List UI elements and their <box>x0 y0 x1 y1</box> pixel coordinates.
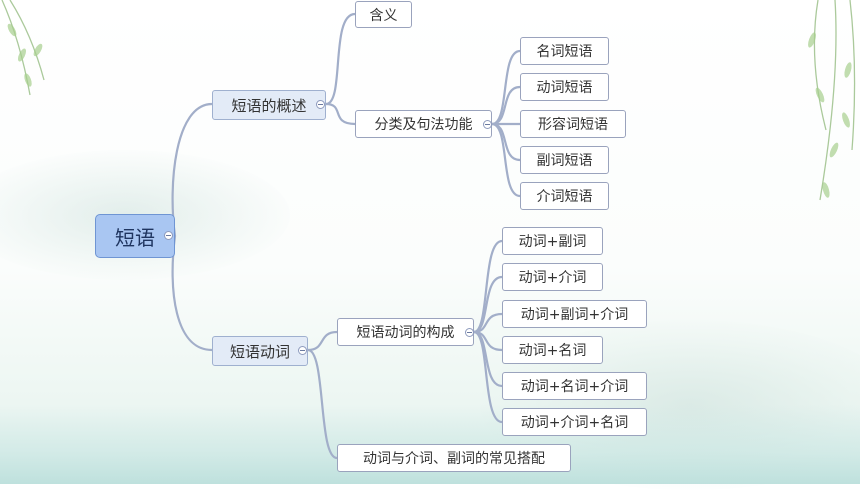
leaf-node[interactable]: 动词+介词+名词 <box>502 408 647 436</box>
topic-label: 动词与介词、副词的常见搭配 <box>363 451 545 467</box>
leaf-node[interactable]: 动词+名词+介词 <box>502 372 647 400</box>
topic-node-meaning[interactable]: 含义 <box>355 1 412 28</box>
leaf-label: 介词短语 <box>536 189 593 205</box>
leaf-label: 副词短语 <box>536 153 593 169</box>
leaf-label: 动词+副词+介词 <box>520 307 629 323</box>
topic-node-composition[interactable]: 短语动词的构成 <box>337 318 474 346</box>
topic-label: 短语动词的构成 <box>356 325 455 341</box>
branch-node-overview[interactable]: 短语的概述 <box>212 90 326 120</box>
leaf-node[interactable]: 动词短语 <box>520 73 609 101</box>
leaf-node[interactable]: 动词+介词 <box>502 263 603 291</box>
topic-label: 分类及句法功能 <box>374 117 473 133</box>
topic-node-classification[interactable]: 分类及句法功能 <box>355 110 492 138</box>
leaf-node[interactable]: 副词短语 <box>520 146 609 174</box>
root-node[interactable]: 短语 <box>95 214 175 258</box>
leaf-node[interactable]: 动词+副词+介词 <box>502 300 647 328</box>
leaf-node[interactable]: 动词+副词 <box>502 227 603 255</box>
leaf-label: 动词短语 <box>536 80 593 96</box>
leaf-node[interactable]: 介词短语 <box>520 182 609 210</box>
collapse-toggle-icon[interactable] <box>316 100 325 109</box>
collapse-toggle-icon[interactable] <box>465 328 474 337</box>
leaf-label: 动词+介词+名词 <box>520 415 629 431</box>
leaf-label: 形容词短语 <box>538 117 608 133</box>
leaf-label: 动词+介词 <box>518 270 587 286</box>
leaf-label: 动词+副词 <box>518 234 587 250</box>
collapse-toggle-icon[interactable] <box>483 120 492 129</box>
branch-label: 短语动词 <box>229 342 290 361</box>
collapse-toggle-icon[interactable] <box>164 231 173 240</box>
root-label: 短语 <box>115 225 155 250</box>
topic-label: 含义 <box>369 7 398 24</box>
leaf-label: 名词短语 <box>536 44 593 60</box>
leaf-node[interactable]: 动词+名词 <box>502 336 603 364</box>
collapse-toggle-icon[interactable] <box>298 346 307 355</box>
leaf-label: 动词+名词+介词 <box>520 379 629 395</box>
branch-label: 短语的概述 <box>231 96 307 115</box>
leaf-label: 动词+名词 <box>518 343 587 359</box>
topic-node-collocations[interactable]: 动词与介词、副词的常见搭配 <box>337 444 571 472</box>
leaf-node[interactable]: 形容词短语 <box>520 110 626 138</box>
branch-node-phrasal-verbs[interactable]: 短语动词 <box>212 336 308 366</box>
leaf-node[interactable]: 名词短语 <box>520 37 609 65</box>
